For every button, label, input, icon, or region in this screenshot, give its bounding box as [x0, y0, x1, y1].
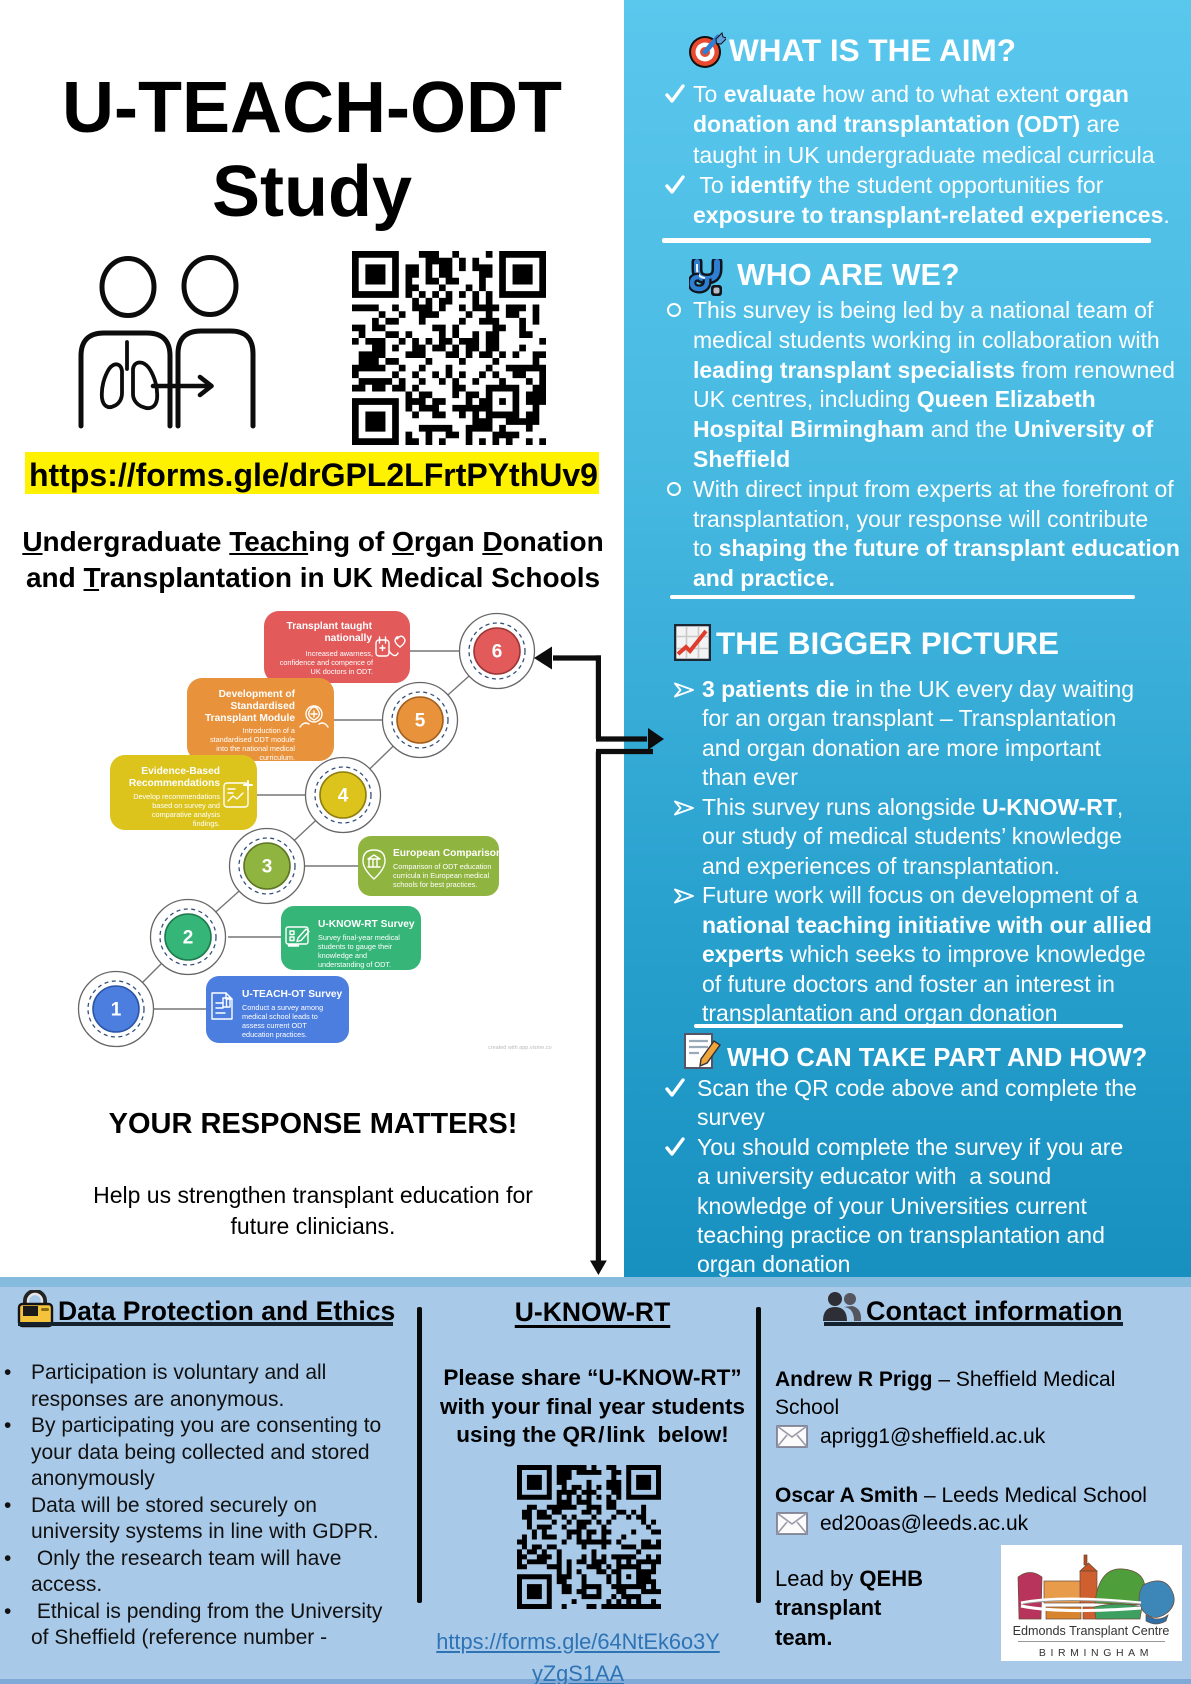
- svg-text:findings.: findings.: [193, 819, 220, 828]
- svg-text:Comparison of ODT education: Comparison of ODT education: [393, 862, 491, 871]
- svg-text:into the national medical: into the national medical: [216, 744, 295, 753]
- svg-text:European Comparison: European Comparison: [393, 848, 502, 859]
- svg-text:Increased awarness,: Increased awarness,: [306, 649, 373, 658]
- svg-text:created with app.visme.co: created with app.visme.co: [488, 1045, 552, 1051]
- svg-text:Transplant Module: Transplant Module: [205, 713, 295, 724]
- svg-text:6: 6: [492, 642, 503, 663]
- svg-text:4: 4: [338, 786, 349, 807]
- svg-text:3: 3: [262, 857, 273, 878]
- svg-text:BIRMINGHAM: BIRMINGHAM: [1039, 1647, 1153, 1659]
- svg-text:education practices.: education practices.: [242, 1030, 307, 1039]
- svg-text:Conduct a survey among: Conduct a survey among: [242, 1003, 323, 1012]
- svg-text:curricula in European medical: curricula in European medical: [393, 871, 490, 880]
- svg-text:curriculum.: curriculum.: [259, 753, 295, 762]
- svg-text:comparative analysis: comparative analysis: [152, 810, 220, 819]
- svg-text:medical school leads to: medical school leads to: [242, 1012, 318, 1021]
- svg-text:standardised ODT module: standardised ODT module: [210, 735, 295, 744]
- svg-text:Develop recommendations: Develop recommendations: [133, 792, 220, 801]
- svg-text:understanding of ODT.: understanding of ODT.: [318, 960, 391, 969]
- svg-text:U-TEACH-OT Survey: U-TEACH-OT Survey: [242, 989, 343, 1000]
- svg-text:Evidence-Based: Evidence-Based: [141, 766, 220, 777]
- svg-text:Introduction of a: Introduction of a: [243, 726, 296, 735]
- svg-text:schools for best practices.: schools for best practices.: [393, 880, 477, 889]
- svg-text:Recommendations: Recommendations: [129, 778, 220, 789]
- svg-text:UK doctors in ODT.: UK doctors in ODT.: [311, 667, 373, 676]
- svg-text:U-KNOW-RT Survey: U-KNOW-RT Survey: [318, 919, 415, 930]
- svg-text:5: 5: [415, 711, 426, 732]
- svg-text:based on survey and: based on survey and: [152, 801, 220, 810]
- svg-text:confidence and compence of: confidence and compence of: [280, 658, 374, 667]
- svg-text:2: 2: [183, 928, 194, 949]
- svg-text:1: 1: [111, 1000, 122, 1021]
- svg-text:Survey final-year medical: Survey final-year medical: [318, 933, 400, 942]
- svg-text:Development of: Development of: [219, 689, 296, 700]
- svg-text:Standardised: Standardised: [230, 701, 295, 712]
- svg-text:nationally: nationally: [324, 633, 372, 644]
- svg-text:students to gauge their: students to gauge their: [318, 942, 393, 951]
- svg-text:Transplant taught: Transplant taught: [287, 621, 373, 632]
- svg-text:knowledge and: knowledge and: [318, 951, 367, 960]
- svg-text:assess current ODT: assess current ODT: [242, 1021, 307, 1030]
- svg-text:Edmonds Transplant Centre: Edmonds Transplant Centre: [1013, 1624, 1170, 1638]
